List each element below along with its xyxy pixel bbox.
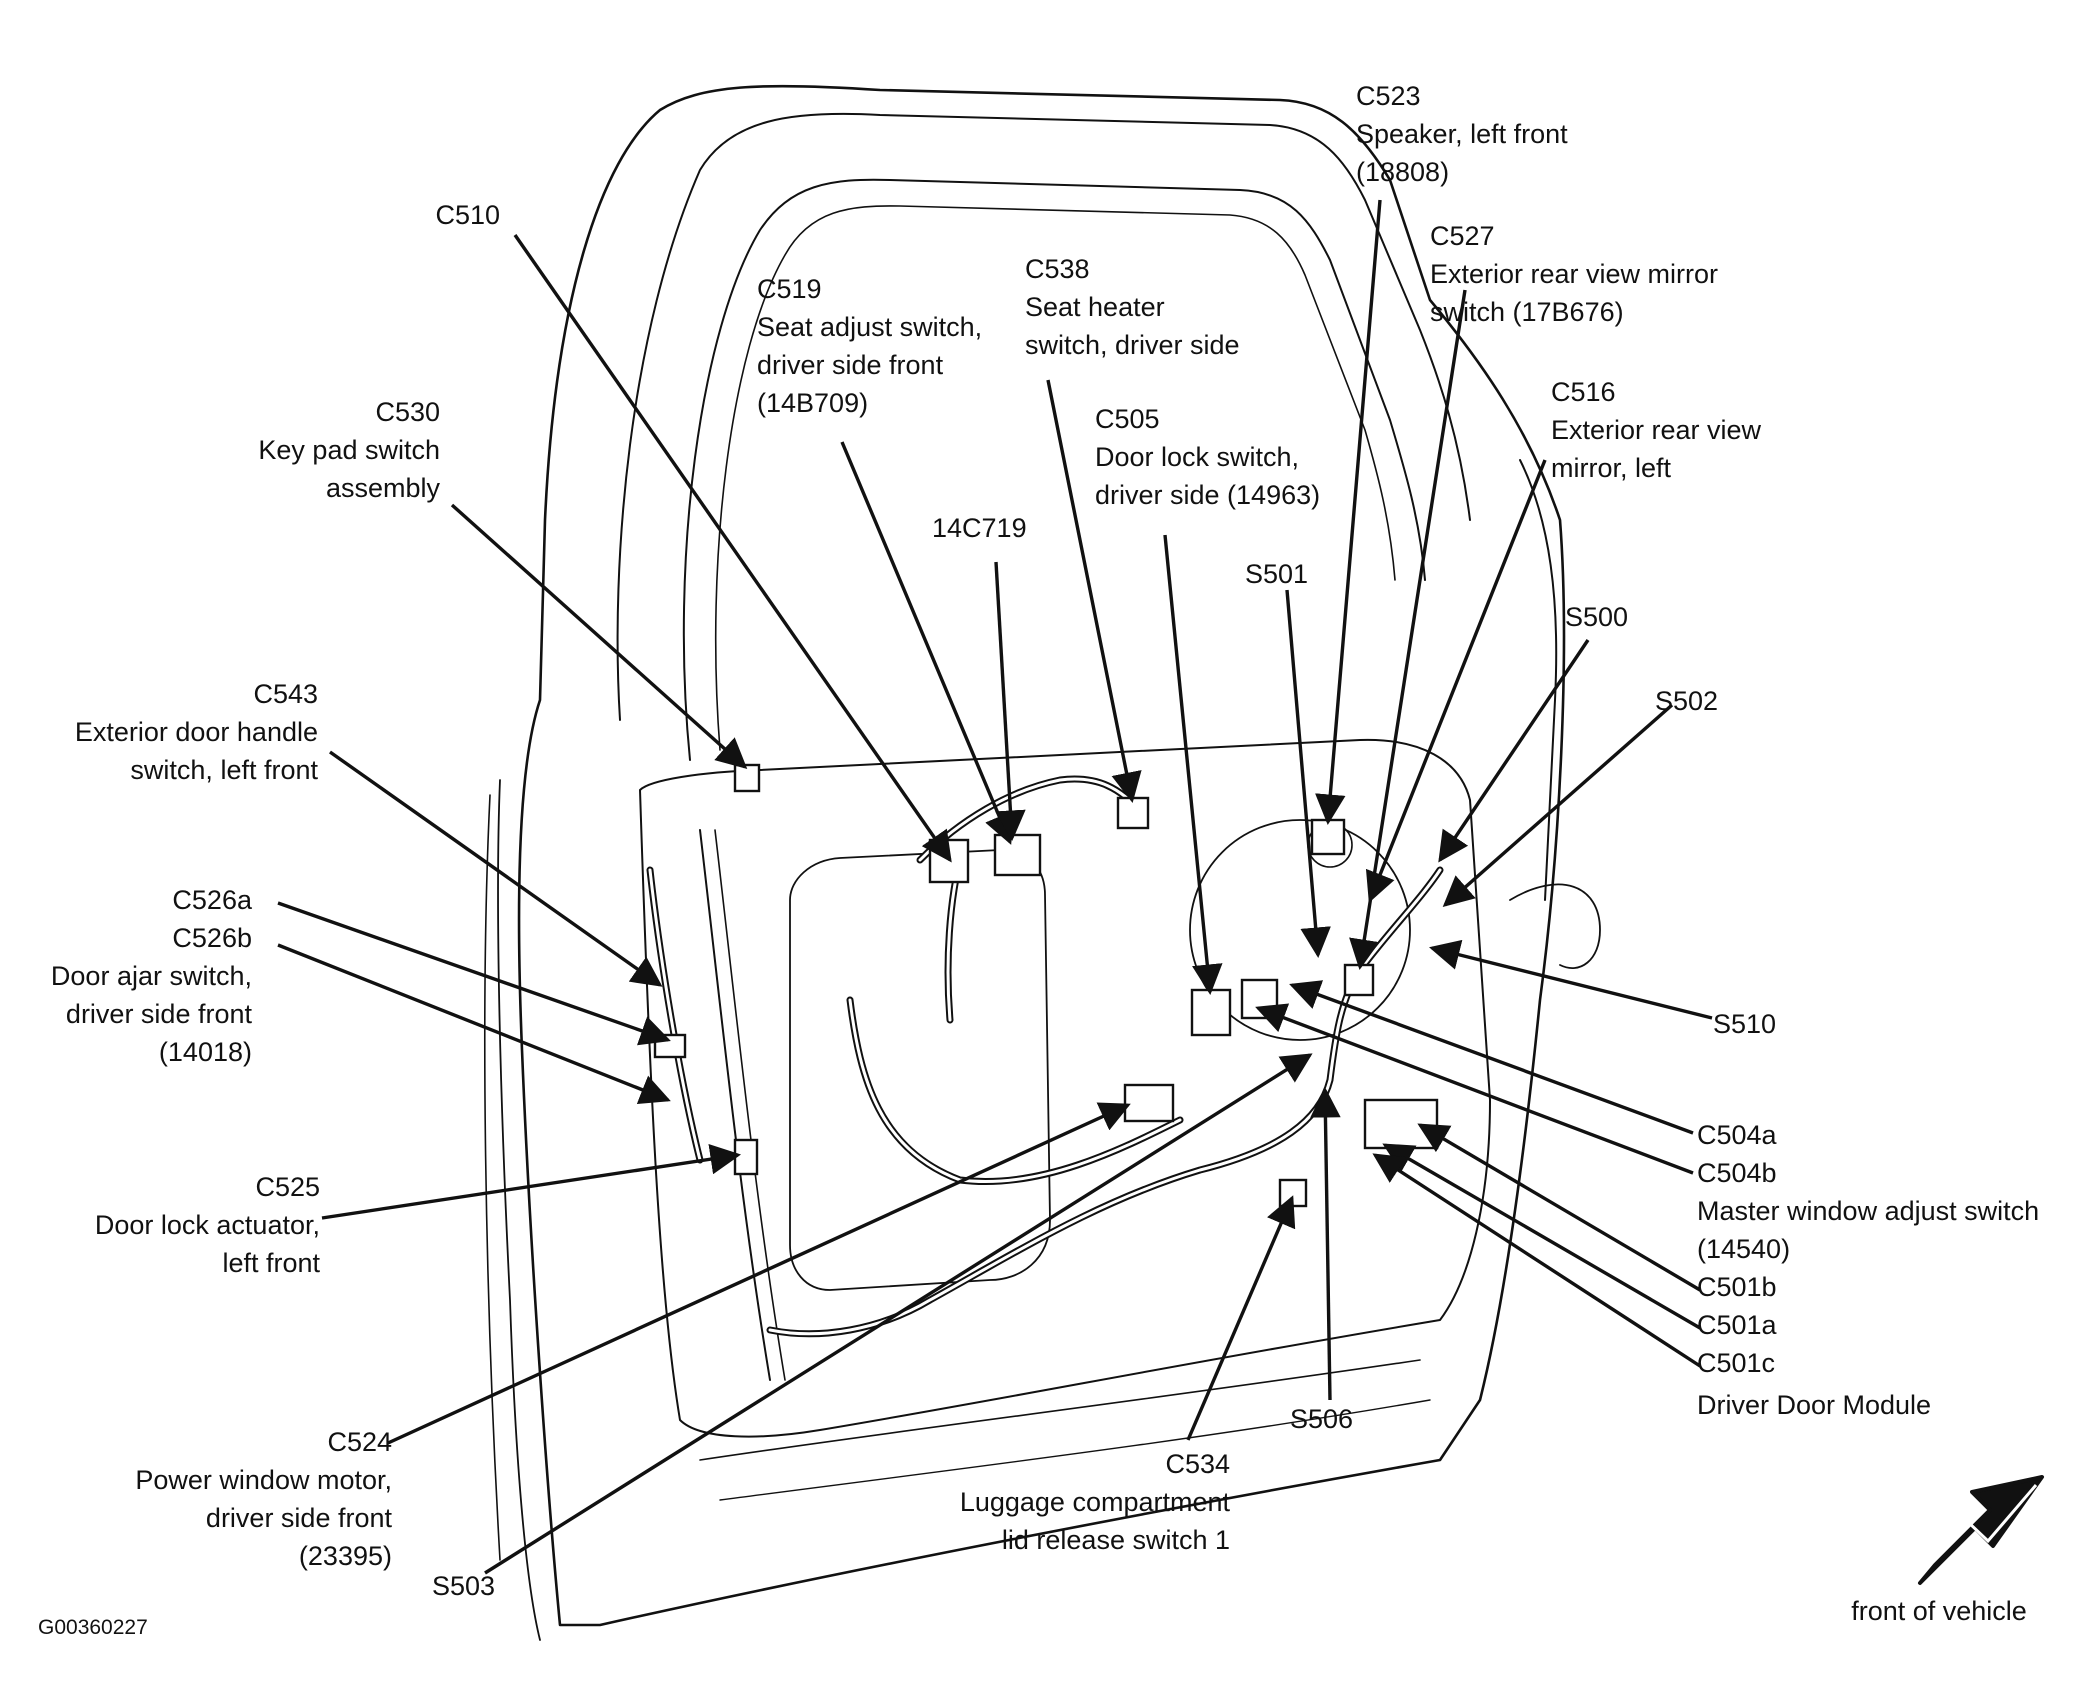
label-c516: C516 Exterior rear view mirror, left bbox=[1551, 377, 1762, 483]
leader-c534 bbox=[1186, 1195, 1296, 1441]
leader-c524 bbox=[387, 1102, 1131, 1445]
leader-c516 bbox=[1365, 459, 1547, 903]
leader-s500 bbox=[1438, 639, 1590, 863]
label-c510: C510 bbox=[435, 200, 500, 230]
leader-c504b bbox=[1255, 1003, 1694, 1175]
connector-c530 bbox=[733, 763, 761, 793]
leader-c527 bbox=[1349, 289, 1467, 971]
connector-c519 bbox=[928, 838, 970, 884]
leader-c530 bbox=[450, 503, 748, 770]
wiring-harness-side bbox=[646, 866, 1184, 1186]
label-c505: C505 Door lock switch, driver side (1496… bbox=[1095, 404, 1321, 510]
label-s503: S503 bbox=[431, 1571, 495, 1601]
label-c530: C530 Key pad switch assembly bbox=[258, 397, 440, 503]
front-of-vehicle-arrow bbox=[1918, 1475, 2044, 1585]
connector-c527 bbox=[1343, 963, 1375, 997]
leader-s510 bbox=[1429, 939, 1713, 1020]
leader-s502 bbox=[1442, 703, 1674, 908]
connector-driver-door-module bbox=[1363, 1098, 1439, 1150]
leader-s501 bbox=[1285, 589, 1331, 959]
leader-c526a bbox=[277, 901, 671, 1046]
label-c526: C526a C526b Door ajar switch, driver sid… bbox=[50, 885, 252, 1067]
door-outer-outline bbox=[517, 84, 1566, 1627]
label-c534: C534 Luggage compartment lid release swi… bbox=[959, 1449, 1230, 1555]
label-c519: C519 Seat adjust switch, driver side fro… bbox=[757, 274, 983, 418]
leader-c504a bbox=[1289, 980, 1694, 1135]
label-s500: S500 bbox=[1565, 602, 1629, 632]
leader-s503 bbox=[484, 1053, 1313, 1575]
connector-c505 bbox=[1190, 988, 1232, 1037]
inner-panel bbox=[639, 738, 1491, 1438]
window-frame-inner bbox=[682, 178, 1426, 761]
door-edge bbox=[497, 779, 541, 1641]
leader-c501c bbox=[1372, 1153, 1701, 1368]
leader-c538 bbox=[1046, 379, 1142, 804]
leader-c526b bbox=[277, 943, 671, 1105]
label-s502: S502 bbox=[1655, 686, 1719, 716]
label-c524: C524 Power window motor, driver side fro… bbox=[135, 1427, 392, 1571]
speaker-opening bbox=[1189, 819, 1411, 1041]
connector-14c719 bbox=[993, 833, 1042, 877]
leader-c523 bbox=[1315, 199, 1382, 826]
leader-c510 bbox=[513, 234, 952, 863]
label-c538: C538 Seat heater switch, driver side bbox=[1025, 254, 1240, 360]
leader-s506 bbox=[1310, 1086, 1341, 1401]
leader-14c719 bbox=[994, 561, 1026, 842]
label-c525: C525 Door lock actuator, left front bbox=[94, 1172, 320, 1278]
wiring-harness bbox=[766, 866, 1444, 1338]
panel-cutout bbox=[789, 849, 1051, 1291]
label-c523: C523 Speaker, left front (18808) bbox=[1356, 81, 1568, 187]
leader-c501a bbox=[1382, 1143, 1701, 1330]
figure-reference-id: G00360227 bbox=[38, 1616, 148, 1639]
leader-c543 bbox=[329, 750, 663, 987]
latch-rail bbox=[699, 829, 771, 1381]
mirror-mount bbox=[1509, 883, 1601, 969]
label-14c719: 14C719 bbox=[932, 513, 1027, 543]
connector-c534 bbox=[1278, 1178, 1308, 1208]
leader-c519 bbox=[840, 441, 1014, 845]
label-s501: S501 bbox=[1245, 559, 1309, 589]
leader-c505 bbox=[1163, 534, 1223, 996]
label-s510: S510 bbox=[1713, 1009, 1777, 1039]
label-c527: C527 Exterior rear view mirror switch (1… bbox=[1430, 221, 1719, 327]
window-frame-outer bbox=[616, 112, 1471, 721]
connector-c525 bbox=[733, 1138, 759, 1176]
leader-c525 bbox=[321, 1143, 742, 1220]
label-front-of-vehicle: front of vehicle bbox=[1851, 1596, 2027, 1626]
label-s506: S506 bbox=[1290, 1404, 1354, 1434]
connector-c538 bbox=[1116, 796, 1150, 830]
leader-c501b bbox=[1417, 1123, 1701, 1292]
label-c504-module: C504a C504b Master window adjust switch … bbox=[1697, 1120, 2040, 1420]
hinge-profile bbox=[1519, 459, 1558, 901]
connector-c523 bbox=[1310, 818, 1346, 856]
label-c543: C543 Exterior door handle switch, left f… bbox=[74, 679, 318, 785]
window-frame-inner-2 bbox=[714, 205, 1396, 751]
connector-c524 bbox=[1123, 1083, 1175, 1123]
